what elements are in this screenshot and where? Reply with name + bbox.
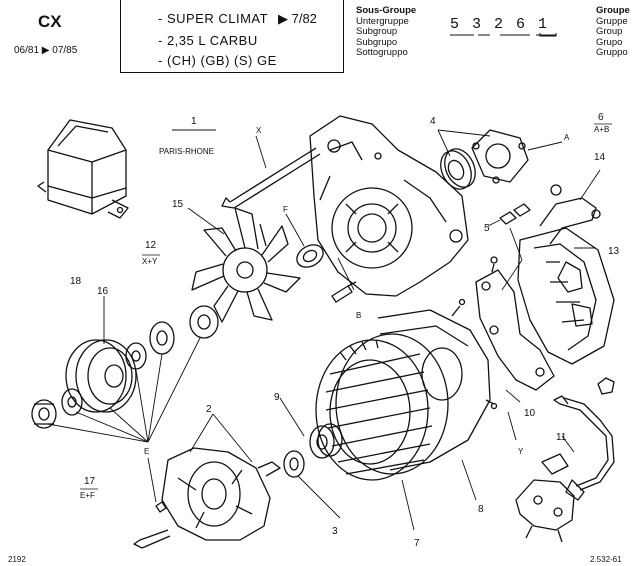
callout-3: 3 (332, 526, 338, 537)
callout-4: 4 (430, 116, 436, 127)
callout-17-sub: E+F (80, 491, 95, 500)
rear-nut-part (597, 377, 615, 395)
wiring-harness-part (541, 395, 615, 501)
screw-b-part (331, 281, 357, 303)
model-variant-box (120, 0, 344, 73)
sous-groupe-label: Subgrupo (356, 36, 398, 48)
callout-18: 18 (70, 276, 82, 287)
leader-lines (47, 129, 601, 531)
pulley-part (65, 339, 137, 413)
footer-left-code: 2192 (8, 555, 26, 564)
callout-17: 17 (84, 476, 96, 487)
callout-9: 9 (274, 392, 280, 403)
callout-13: 13 (608, 246, 620, 257)
callout-1: 1 (191, 116, 197, 127)
regulator-bracket-part (539, 184, 601, 245)
groupe-label: Gruppe (596, 15, 628, 27)
rotor-part (133, 447, 281, 549)
callout-14: 14 (594, 152, 606, 163)
callout-6-sub: A+B (594, 125, 609, 134)
sous-groupe-label: Sous-Groupe (356, 5, 417, 16)
callout-8: 8 (478, 504, 484, 515)
callout-12: 12 (145, 240, 157, 251)
callout-e: E (144, 447, 149, 456)
brand-label: PARIS-RHONE (159, 147, 214, 156)
groupe-labels: Groupe Gruppe Group Grupo Gruppo (596, 5, 630, 59)
sous-groupe-label: Subgroup (356, 26, 398, 37)
groupe-label: Group (596, 26, 623, 37)
through-bolt-part (221, 147, 321, 209)
cooling-fan-part (191, 207, 301, 323)
nuts-part (499, 203, 531, 225)
bearing-retainer-plate-part (471, 129, 529, 184)
callout-11: 11 (556, 432, 567, 443)
groupe-label: Grupo (596, 36, 623, 48)
sous-groupe-labels: Sous-Groupe Untergruppe Subgroup Subgrup… (356, 5, 417, 59)
spacer-part (283, 450, 305, 478)
variant-line-3: - (CH) (GB) (S) GE (158, 53, 277, 68)
callout-12-sub: X+Y (142, 257, 158, 266)
variant-line-2: - 2,35 L CARBU (158, 33, 258, 48)
spacer-ring-f-part (296, 244, 324, 268)
callout-15: 15 (172, 199, 184, 210)
production-date-range: 06/81 ▶ 07/85 (14, 45, 78, 56)
group-number: 5 3 2 6 1 (450, 16, 550, 33)
brush-holder-part (515, 479, 575, 543)
callout-16: 16 (97, 286, 109, 297)
small-bearing-part (309, 423, 343, 459)
callout-x: X (256, 126, 262, 135)
rectifier-diode-plate-part (517, 227, 615, 365)
callout-5: 5 (484, 223, 490, 234)
bearing-part (440, 148, 476, 190)
callout-6: 6 (598, 112, 604, 123)
shaft-washers-part (31, 305, 219, 429)
callout-7: 7 (414, 538, 420, 549)
nut-e-part (155, 501, 167, 513)
groupe-label: Gruppo (596, 47, 628, 58)
callout-b: B (356, 311, 361, 320)
stator-housing-part (377, 298, 498, 471)
callout-f: F (283, 205, 288, 214)
brush-holder-plate-part (475, 256, 555, 391)
callout-2: 2 (206, 404, 212, 415)
stator-part (315, 333, 449, 481)
callout-y: Y (518, 447, 524, 456)
groupe-label: Groupe (596, 5, 630, 16)
page-header: CX 06/81 ▶ 07/85 - SUPER CLIMAT ▶ 7/82 -… (0, 0, 636, 76)
callout-10: 10 (524, 408, 536, 419)
model-code: CX (38, 12, 62, 31)
sous-groupe-label: Sottogruppo (356, 47, 408, 58)
callout-a: A (564, 133, 570, 142)
voltage-regulator-part (37, 119, 129, 219)
front-housing-part (309, 115, 469, 297)
variant-line-1-date: ▶ 7/82 (278, 11, 317, 26)
variant-line-1: - SUPER CLIMAT (158, 11, 269, 26)
footer-right-code: 2.532-61 (590, 555, 622, 564)
sous-groupe-label: Untergruppe (356, 15, 409, 27)
